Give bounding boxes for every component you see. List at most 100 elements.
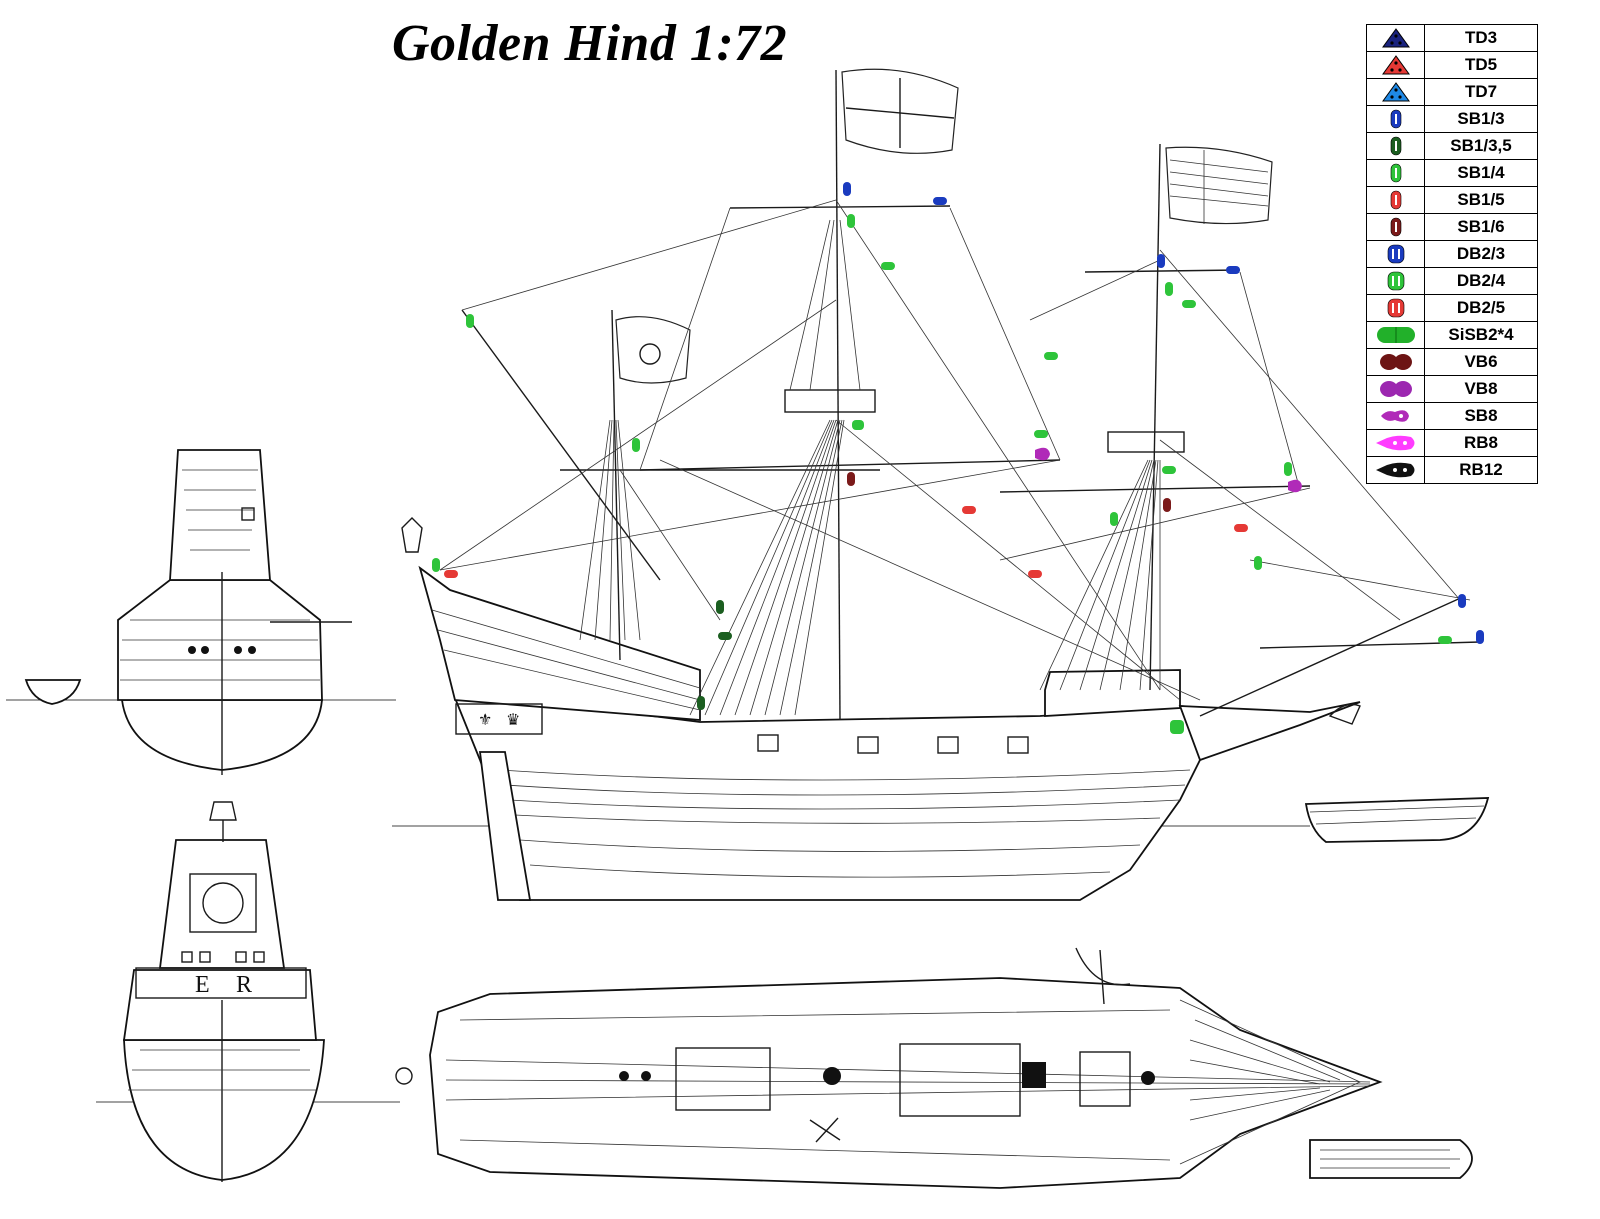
- double-block-icon: [1387, 244, 1404, 264]
- mast-positions: [619, 1067, 1155, 1085]
- beakhead-grating: [1179, 999, 1361, 1165]
- deck-outline: [429, 977, 1383, 1189]
- legend-symbol: [1366, 375, 1425, 403]
- legend-symbol: [1366, 348, 1425, 376]
- fore-mast: [999, 143, 1311, 691]
- violin-block-icon: [1379, 354, 1412, 370]
- legend-label: SB1/6: [1424, 213, 1538, 241]
- forecastle: [1044, 669, 1181, 717]
- sterncastle-decoration: [431, 609, 701, 711]
- legend-label: DB2/4: [1424, 267, 1538, 295]
- legend-symbol: [1366, 78, 1425, 106]
- legend-row: SB1/5: [1366, 186, 1538, 214]
- stern-letter-r: R: [236, 972, 252, 998]
- shoe-block-icon: [1380, 410, 1409, 422]
- legend-symbol: [1366, 240, 1425, 268]
- legend-symbol: [1366, 294, 1425, 322]
- single-block-icon: [1390, 217, 1401, 237]
- legend-symbol: [1366, 321, 1425, 349]
- legend-row: SB8: [1366, 402, 1538, 430]
- triangle-deadeye-icon: [1381, 82, 1410, 102]
- deck-plan-view: [395, 947, 1473, 1189]
- legend-row: RB8: [1366, 429, 1538, 457]
- bow-view-boat: [24, 679, 82, 705]
- single-block-icon: [1390, 136, 1401, 156]
- legend-symbol: [1366, 429, 1425, 457]
- triangle-deadeye-icon: [1381, 55, 1410, 75]
- single-block-icon: [1390, 190, 1401, 210]
- legend-label: RB12: [1424, 456, 1538, 484]
- bow-forecastle-details: [120, 469, 320, 681]
- legend-label: SB8: [1424, 402, 1538, 430]
- fore-flag-stripes: [1169, 150, 1269, 224]
- bowsprit: [1199, 595, 1466, 717]
- legend-label: SB1/4: [1424, 159, 1538, 187]
- legend-label: RB8: [1424, 429, 1538, 457]
- legend-row: SB1/3,5: [1366, 132, 1538, 160]
- fore-hatch-grating: [1079, 1051, 1131, 1107]
- legend-row: DB2/3: [1366, 240, 1538, 268]
- stern-view: E R: [96, 801, 400, 1182]
- stern-counter: [122, 969, 317, 1041]
- fore-course-yard: [999, 485, 1311, 493]
- legend-label: TD5: [1424, 51, 1538, 79]
- side-elevation-view: ⚜ ♛: [392, 68, 1490, 901]
- stern-transom-upper: [158, 839, 286, 969]
- legend-label: SB1/5: [1424, 186, 1538, 214]
- companionway: [1022, 1062, 1046, 1088]
- mizzen-flag: [615, 316, 691, 384]
- legend-label: VB8: [1424, 375, 1538, 403]
- legend-label: DB2/3: [1424, 240, 1538, 268]
- stern-quarter-carvings: ⚜ ♛: [455, 703, 543, 735]
- bow-view: [6, 449, 396, 775]
- stern-lantern: [401, 517, 423, 553]
- triangle-deadeye-icon: [1381, 28, 1410, 48]
- fore-flag: [1165, 146, 1273, 225]
- rudder: [478, 751, 532, 901]
- stern-letter-e: E: [195, 972, 210, 998]
- legend-row: TD3: [1366, 24, 1538, 52]
- legend-symbol: [1366, 159, 1425, 187]
- gunports: [757, 734, 1029, 754]
- violin-block-icon: [1379, 381, 1412, 397]
- rack-block-icon: [1375, 462, 1414, 478]
- legend-row: VB6: [1366, 348, 1538, 376]
- legend-symbol: [1366, 213, 1425, 241]
- legend-symbol: [1366, 105, 1425, 133]
- legend-symbol: [1366, 402, 1425, 430]
- legend-label: DB2/5: [1424, 294, 1538, 322]
- plan-title: Golden Hind 1:72: [392, 15, 788, 72]
- fore-top: [1107, 431, 1185, 453]
- stern-underwater-hull: [123, 1039, 325, 1181]
- legend-row: RB12: [1366, 456, 1538, 484]
- main-flag-cross: [845, 78, 955, 148]
- stern-lantern-top: [209, 801, 237, 821]
- capstan: [809, 1117, 841, 1143]
- mizzen-mast: [461, 309, 880, 661]
- legend-symbol: [1366, 267, 1425, 295]
- legend-row: TD7: [1366, 78, 1538, 106]
- main-hatch-grating: [899, 1043, 1021, 1117]
- legend-symbol: [1366, 24, 1425, 52]
- rigging-lines: [439, 199, 1471, 701]
- single-block-icon: [1390, 163, 1401, 183]
- rack-block-icon: [1375, 435, 1414, 451]
- legend-row: SiSB2*4: [1366, 321, 1538, 349]
- side-ships-boat: [1304, 797, 1490, 843]
- legend-row: DB2/4: [1366, 267, 1538, 295]
- legend-symbol: [1366, 132, 1425, 160]
- sister-block-icon: [1376, 327, 1415, 343]
- fore-topsail-yard: [1084, 269, 1241, 273]
- svg-text:♛: ♛: [506, 710, 520, 729]
- main-topsail-yard: [729, 205, 951, 209]
- stern-lantern-plan: [395, 1067, 413, 1085]
- legend-row: TD5: [1366, 51, 1538, 79]
- royal-coat-of-arms: [189, 873, 257, 933]
- svg-text:⚜: ⚜: [478, 710, 492, 729]
- legend-row: VB8: [1366, 375, 1538, 403]
- double-block-icon: [1387, 298, 1404, 318]
- side-hull-planking: [499, 769, 1191, 878]
- legend-symbol: [1366, 456, 1425, 484]
- legend-label: SB1/3,5: [1424, 132, 1538, 160]
- legend-label: SiSB2*4: [1424, 321, 1538, 349]
